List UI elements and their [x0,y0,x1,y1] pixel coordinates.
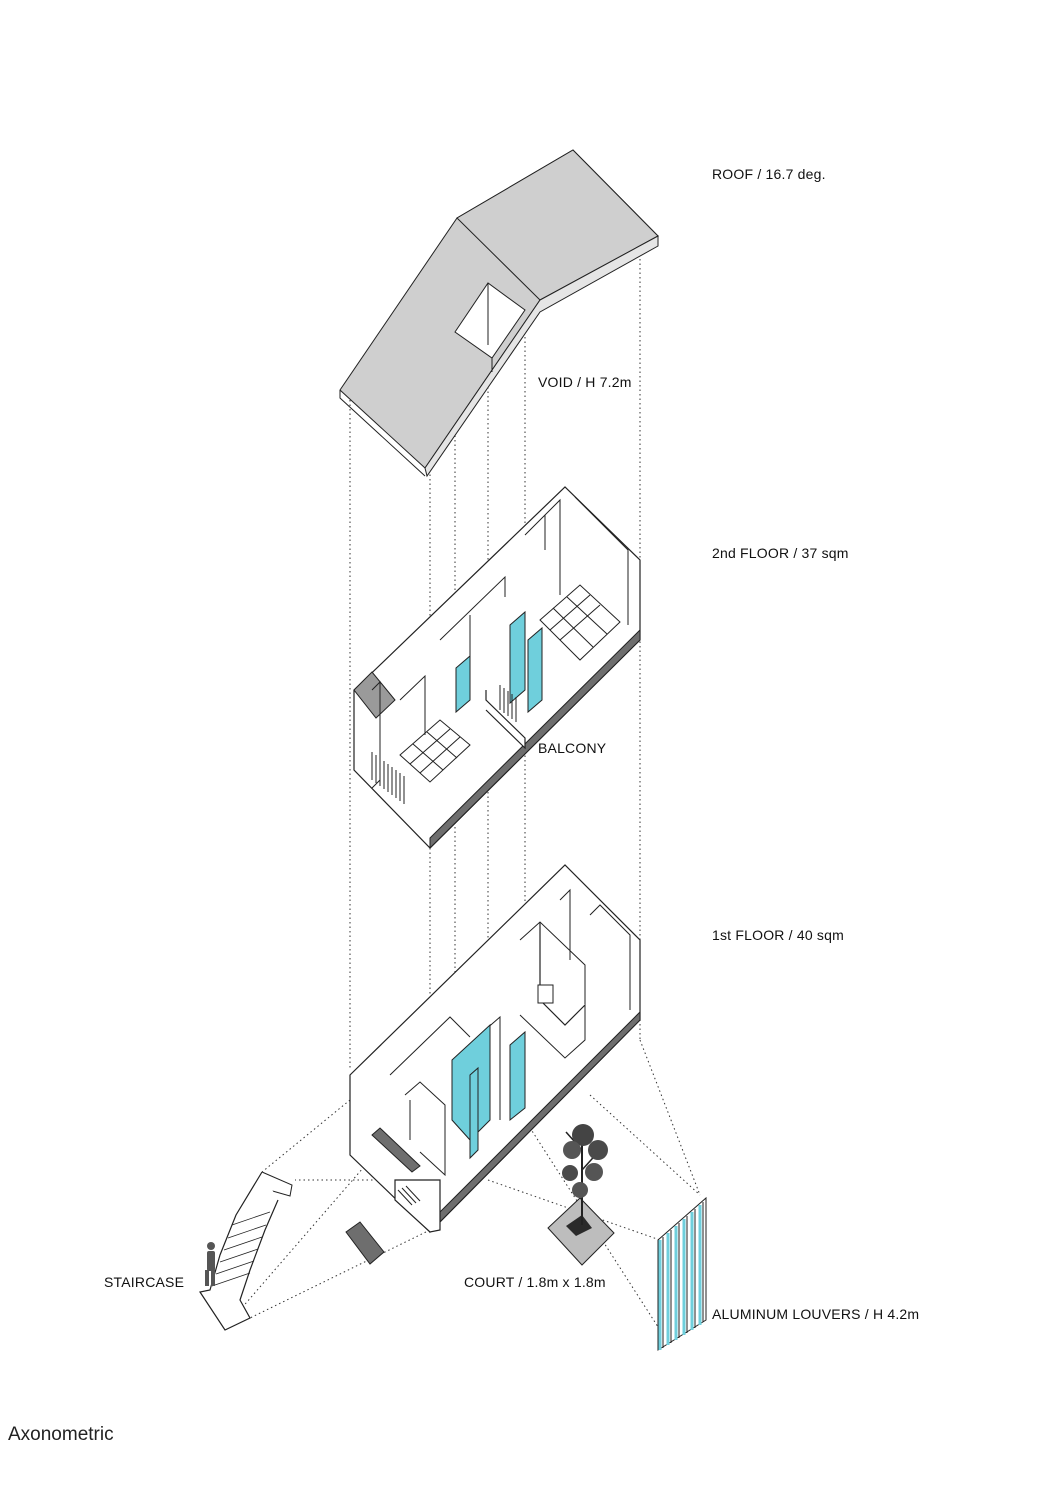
first-floor-label: 1st FLOOR / 40 sqm [712,927,844,943]
drawing-caption: Axonometric [8,1424,114,1445]
entrance-grate [345,1221,385,1265]
staircase-label: STAIRCASE [104,1274,185,1290]
tree [562,1124,608,1225]
second-floor-label: 2nd FLOOR / 37 sqm [712,545,849,561]
aluminum-louvers [657,1196,707,1351]
court-label: COURT / 1.8m x 1.8m [464,1274,606,1290]
void-label: VOID / H 7.2m [538,374,632,390]
court [547,1197,615,1266]
person-figure [205,1242,215,1286]
first-floor-plan [349,864,641,1234]
staircase [199,1171,293,1331]
second-floor-plan [353,486,641,850]
roof-volume [339,149,659,478]
balcony-label: BALCONY [538,740,607,756]
louvers-label: ALUMINUM LOUVERS / H 4.2m [712,1306,920,1322]
roof-label: ROOF / 16.7 deg. [712,166,826,182]
